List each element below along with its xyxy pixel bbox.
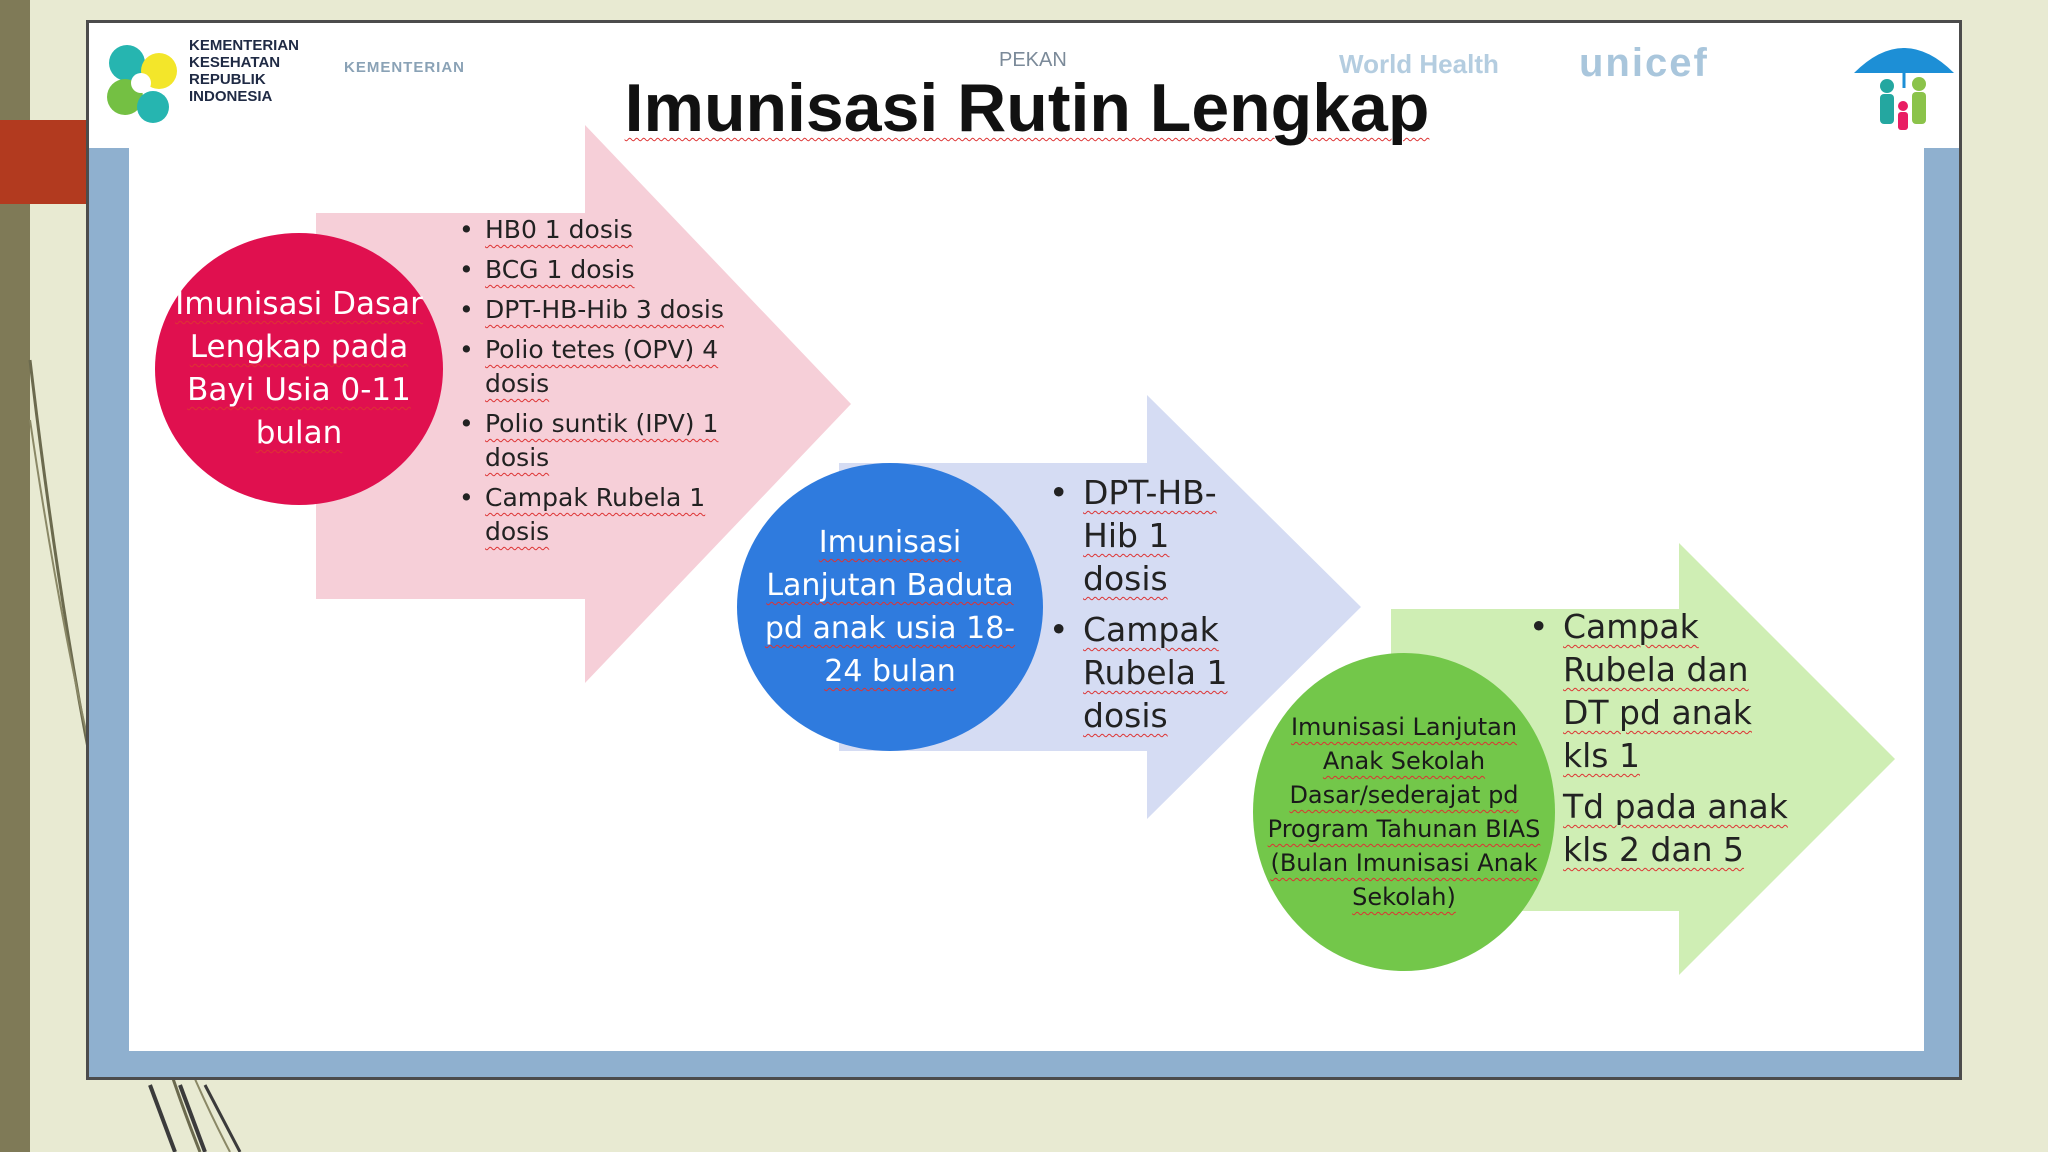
logo-text: KEMENTERIAN KESEHATAN REPUBLIK INDONESIA — [189, 37, 300, 105]
stage2-vaccine-list: DPT-HB-Hib 1 dosis Campak Rubela 1 dosis — [1049, 471, 1249, 745]
stage1-vaccine-list: HB0 1 dosis BCG 1 dosis DPT-HB-Hib 3 dos… — [459, 213, 749, 555]
stage3-vaccine-list: Campak Rubela dan DT pd anak kls 1 Td pa… — [1529, 605, 1789, 879]
page-title: Imunisasi Rutin Lengkap — [624, 70, 1430, 146]
slide-frame: KEMENTERIAN KESEHATAN REPUBLIK INDONESIA… — [86, 20, 1962, 1080]
header-strip — [89, 23, 1959, 148]
stage2-circle-label: Imunisasi Lanjutan Baduta pd anak usia 1… — [764, 525, 1016, 689]
stage2-circle: Imunisasi Lanjutan Baduta pd anak usia 1… — [737, 463, 1043, 751]
list-item: DPT-HB-Hib 1 dosis — [1049, 471, 1249, 600]
list-item: Campak Rubela 1 dosis — [459, 481, 749, 549]
stage1-circle: Imunisasi Dasar Lengkap pada Bayi Usia 0… — [155, 233, 443, 505]
list-item: Polio tetes (OPV) 4 dosis — [459, 333, 749, 401]
family-umbrella-icon — [1854, 48, 1954, 130]
stage1-circle-label: Imunisasi Dasar Lengkap pada Bayi Usia 0… — [175, 286, 423, 451]
list-item: HB0 1 dosis — [459, 213, 749, 247]
accent-block — [0, 120, 86, 204]
list-item: Campak Rubela dan DT pd anak kls 1 — [1529, 605, 1789, 777]
stage3-circle-label: Imunisasi Lanjutan Anak Sekolah Dasar/se… — [1267, 713, 1541, 911]
list-item: BCG 1 dosis — [459, 253, 749, 287]
faint-logo-kementerian: KEMENTERIAN — [344, 59, 466, 76]
faint-logo-pekan: PEKAN — [999, 49, 1067, 71]
faint-logo-who: World Health — [1339, 49, 1499, 79]
list-item: DPT-HB-Hib 3 dosis — [459, 293, 749, 327]
list-item: Td pada anak kls 2 dan 5 — [1563, 787, 1788, 869]
faint-logo-unicef: unicef — [1579, 41, 1709, 85]
list-item: Campak Rubela 1 dosis — [1049, 608, 1249, 737]
kemenkes-logo-icon — [107, 45, 177, 123]
list-item: Polio suntik (IPV) 1 dosis — [459, 407, 749, 475]
stage3-circle: Imunisasi Lanjutan Anak Sekolah Dasar/se… — [1253, 653, 1555, 971]
